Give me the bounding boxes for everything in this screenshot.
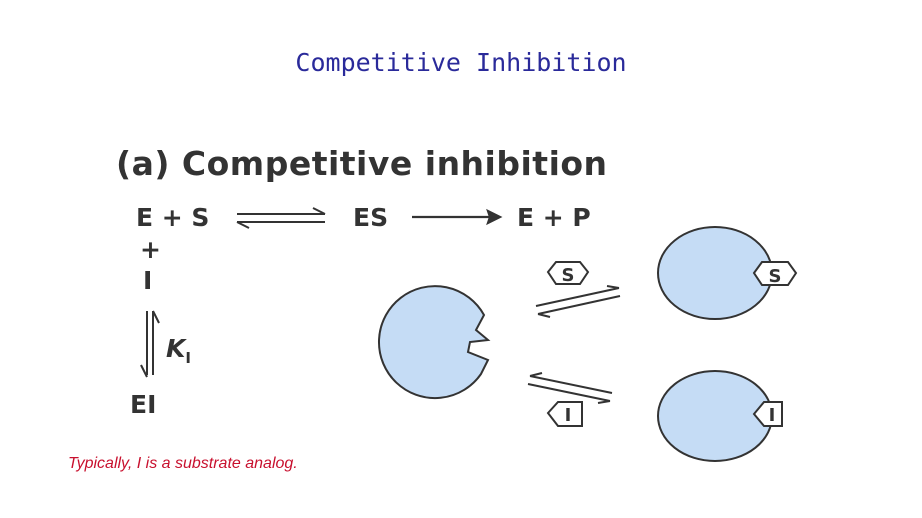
substrate-analog-note: Typically, I is a substrate analog. [68,455,298,472]
free-substrate-label: S [562,265,575,286]
reaction-es: ES [353,203,389,232]
forward-arrow-product [412,208,503,226]
reaction-e-plus-s: E + S [136,203,210,232]
upper-equilibrium-arrows [535,285,621,318]
ki-main: K [166,334,186,363]
figure-panel-title: (a) Competitive inhibition [116,144,608,183]
bound-substrate-hexagon-icon [752,261,798,286]
ki-subscript: I [185,349,191,367]
free-enzyme-shape [377,285,491,400]
reaction-inhibitor: I [143,266,153,295]
reaction-ei: EI [130,390,157,419]
bound-inhibitor-shape-icon [752,401,783,427]
ki-constant-label: KI [166,336,191,366]
bound-substrate-label: S [769,266,782,287]
substrate-hexagon-icon [546,261,590,285]
free-inhibitor-label: I [565,405,572,426]
bound-inhibitor-label: I [769,405,776,426]
lower-equilibrium-arrows [527,372,613,404]
inhibitor-shape-icon [546,401,583,427]
equilibrium-arrow-es [236,207,326,229]
equilibrium-arrow-ei [140,310,160,378]
slide-title: Competitive Inhibition [295,48,627,77]
reaction-plus-sign: + [140,235,161,264]
reaction-e-plus-p: E + P [517,203,591,232]
